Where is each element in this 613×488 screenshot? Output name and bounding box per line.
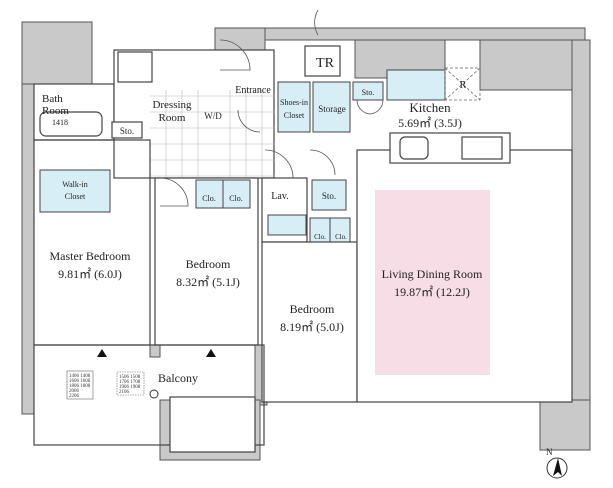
kitchen-upper-shelf	[386, 69, 446, 101]
kitchen-label: Kitchen	[409, 100, 451, 115]
balcony-outdoor-unit	[169, 396, 256, 453]
master-label: Master Bedroom	[50, 249, 132, 263]
stove	[461, 136, 503, 160]
lav-label: Lav.	[271, 191, 288, 202]
clo-label: Clo.	[229, 194, 243, 203]
window-marker	[206, 349, 216, 357]
unit-list-left	[66, 370, 94, 400]
unit-list-entry: 1806 1808	[69, 384, 91, 389]
bedroom1-area: 8.32㎡ (5.1J)	[176, 275, 240, 289]
fridge-space	[444, 67, 481, 101]
kitchen-sink	[399, 136, 429, 160]
tr-label: TR	[316, 56, 335, 71]
bath-label-2: Room	[42, 105, 69, 117]
sto-lav	[311, 179, 347, 211]
unit-list-entry: 1406 1408	[69, 374, 91, 379]
bedroom-2	[261, 241, 358, 403]
unit-list-entry: 2106	[119, 390, 130, 395]
unit-list-entry: 1706 1708	[119, 380, 141, 385]
bedroom2-label: Bedroom	[290, 302, 335, 316]
shoes-label-2: Closet	[284, 111, 305, 120]
sto-label: Sto.	[362, 88, 375, 97]
unit-list-entry: 2006	[69, 389, 80, 394]
master-bedroom	[33, 139, 151, 346]
shoes-label: Shoes-in	[280, 98, 308, 107]
walkin-label: Walk-in	[62, 180, 88, 189]
unit-list-entry: 1506 1508	[119, 375, 141, 380]
shoes-in-closet	[277, 81, 311, 133]
sto-entry	[352, 81, 384, 101]
living-area: 19.87㎡ (12.2J)	[394, 285, 470, 299]
clo-box	[222, 179, 251, 209]
entrance-label: Entrance	[235, 85, 271, 96]
bath-label: Bath	[42, 93, 63, 105]
master-area: 9.81㎡ (6.0J)	[58, 267, 122, 281]
unit-list-entry: 1906 1908	[119, 385, 141, 390]
sto-label: Sto.	[322, 191, 336, 201]
balcony-label: Balcony	[158, 371, 198, 385]
bathtub	[39, 111, 103, 137]
washbasin	[117, 51, 153, 83]
wd-label: W/D	[204, 111, 222, 121]
clo-label: Clo.	[202, 194, 216, 203]
compass-label: N	[546, 447, 553, 457]
balcony	[33, 344, 265, 446]
living-highlight	[375, 190, 490, 375]
drain-icon	[149, 389, 159, 399]
clo-box	[195, 179, 224, 209]
sink	[267, 214, 307, 236]
dressing-label: Dressing	[152, 99, 192, 111]
sto-bath	[111, 121, 143, 139]
living-label: Living Dining Room	[382, 267, 483, 281]
sto-label: Sto.	[120, 126, 134, 136]
bedroom2-area: 8.19㎡ (5.0J)	[280, 320, 344, 334]
doors	[159, 9, 384, 207]
bedroom1-label: Bedroom	[186, 257, 231, 271]
storage-label: Storage	[318, 104, 346, 114]
tr-box	[304, 45, 341, 77]
walkin-label-2: Closet	[65, 192, 86, 201]
fridge-label: R	[460, 80, 467, 91]
dressing-label-2: Room	[159, 112, 186, 124]
floor-tiles	[150, 90, 275, 178]
unit-list-entry: 2206	[69, 394, 80, 399]
unit-list-right	[116, 371, 145, 396]
window-marker	[97, 349, 107, 357]
unit-list-entry: 1606 1608	[69, 379, 91, 384]
north-arrow-icon	[546, 457, 568, 479]
clo-label: Clo.	[314, 233, 326, 241]
clo-label: Clo.	[335, 233, 347, 241]
storage	[312, 81, 351, 133]
kitchen-area: 5.69㎡ (3.5J)	[398, 116, 462, 130]
walk-in-closet	[39, 169, 111, 213]
bath-code: 1418	[52, 118, 68, 127]
